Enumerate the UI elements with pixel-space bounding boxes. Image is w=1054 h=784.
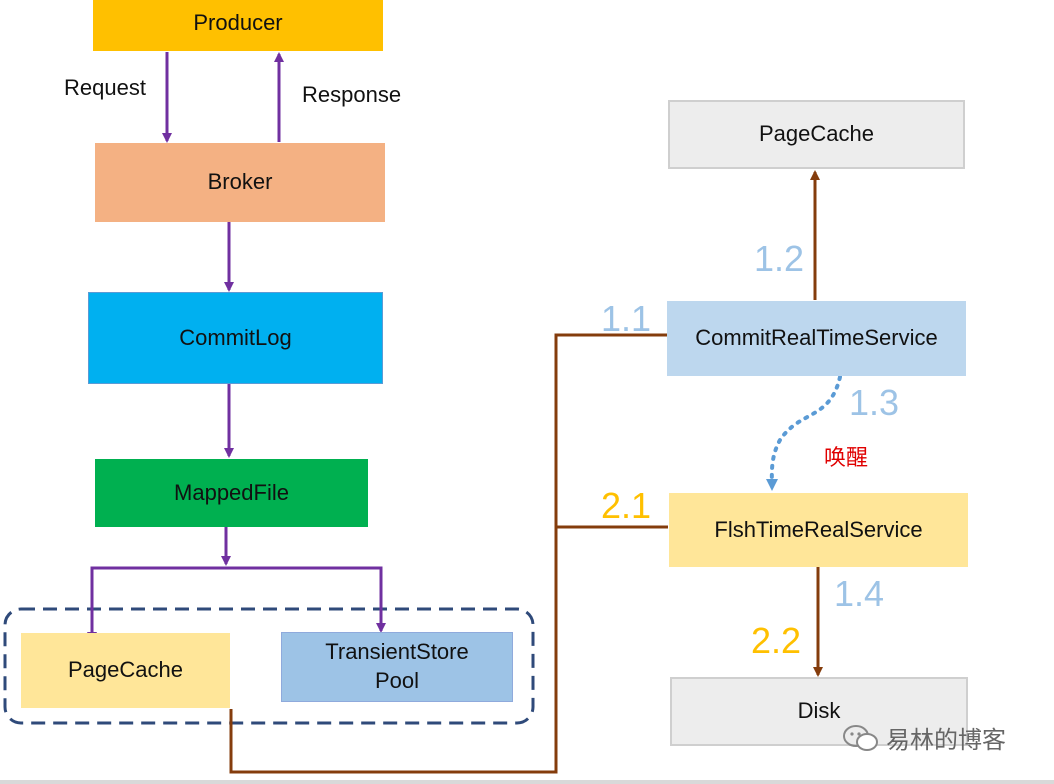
step-1-2: 1.2 bbox=[754, 238, 805, 279]
step-2-2: 2.2 bbox=[751, 620, 802, 661]
pagecache-right-label: PageCache bbox=[759, 121, 874, 147]
producer-label: Producer bbox=[193, 10, 283, 36]
flush-service-label: FlshTimeRealService bbox=[714, 516, 923, 542]
wechat-icon bbox=[843, 724, 878, 751]
transient-label-line2: Pool bbox=[374, 668, 420, 693]
wakeup-label: 唤醒 bbox=[824, 445, 869, 470]
mappedfile-label: MappedFile bbox=[174, 479, 289, 505]
disk-box: Disk bbox=[670, 677, 968, 746]
producer-box: Producer bbox=[93, 0, 383, 51]
bottom-border bbox=[0, 780, 1054, 784]
response-label: Response bbox=[302, 82, 402, 107]
step-1-3: 1.3 bbox=[849, 382, 900, 423]
request-label: Request bbox=[64, 75, 146, 100]
step-1-4: 1.4 bbox=[834, 573, 885, 614]
commit-realtime-service-box: CommitRealTimeService bbox=[667, 301, 966, 376]
transient-label-line1: TransientStore bbox=[325, 639, 469, 665]
pagecache-left-label: PageCache bbox=[68, 657, 183, 683]
commit-service-label: CommitRealTimeService bbox=[695, 325, 938, 351]
mappedfile-box: MappedFile bbox=[95, 459, 368, 527]
broker-label: Broker bbox=[207, 169, 273, 195]
pagecache-right-box: PageCache bbox=[668, 100, 965, 169]
commitlog-box: CommitLog bbox=[88, 292, 383, 384]
broker-box: Broker bbox=[95, 143, 385, 222]
watermark-text: 易林的博客 bbox=[886, 727, 1006, 754]
transient-store-pool-box: TransientStore Pool bbox=[281, 632, 513, 702]
pagecache-left-box: PageCache bbox=[21, 633, 230, 708]
wakeup-dotted-arrow bbox=[765, 375, 842, 491]
pagecache-to-services-line bbox=[229, 333, 668, 774]
split-bracket-line bbox=[90, 566, 383, 640]
watermark: 易林的博客 bbox=[842, 720, 1006, 755]
step-1-1: 1.1 bbox=[601, 298, 652, 339]
dashed-group-frame bbox=[3, 607, 535, 725]
step-2-1: 2.1 bbox=[601, 485, 652, 526]
flush-realtime-service-box: FlshTimeRealService bbox=[669, 493, 968, 567]
commitlog-label: CommitLog bbox=[179, 324, 292, 350]
disk-label: Disk bbox=[797, 698, 841, 724]
